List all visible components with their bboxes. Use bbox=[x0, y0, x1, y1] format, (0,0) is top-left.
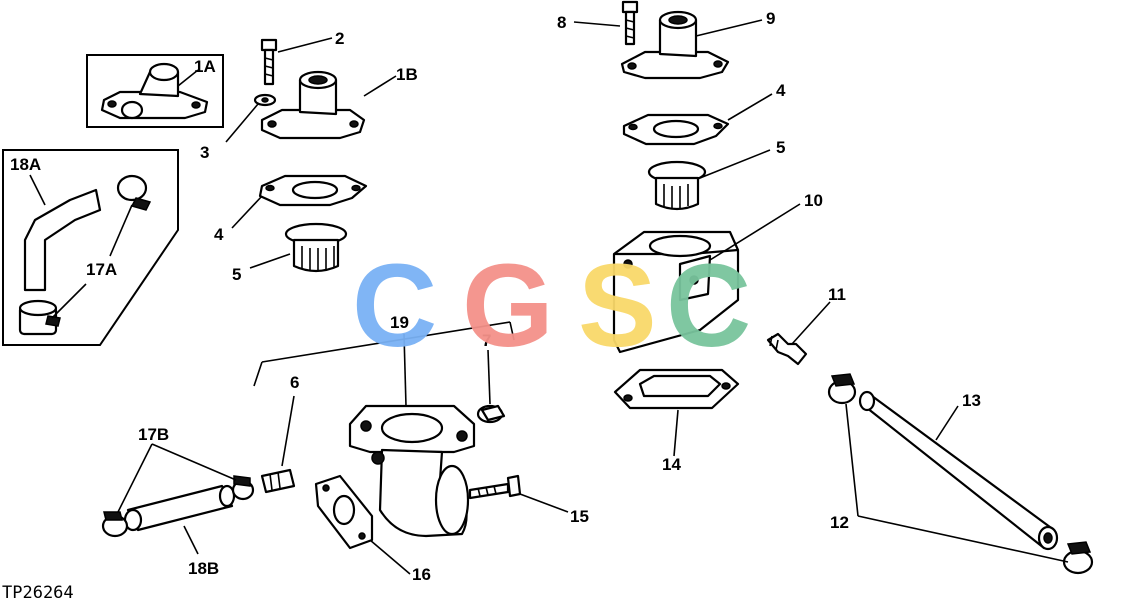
gasket-4-right bbox=[622, 113, 730, 146]
watermark-letter-s: S bbox=[578, 240, 657, 372]
callout-4-left: 4 bbox=[214, 225, 224, 244]
washer-3 bbox=[253, 93, 277, 107]
fitting-11 bbox=[766, 332, 808, 366]
elbow-19 bbox=[348, 404, 476, 538]
callout-1b: 1B bbox=[396, 65, 418, 84]
callout-17a: 17A bbox=[86, 260, 117, 279]
thermostat-5-right bbox=[647, 160, 707, 211]
callout-14: 14 bbox=[662, 455, 681, 474]
gasket-16 bbox=[314, 474, 374, 550]
fitting-6 bbox=[260, 468, 296, 494]
callout-5-left: 5 bbox=[232, 265, 241, 284]
callout-8: 8 bbox=[557, 13, 566, 32]
callout-11: 11 bbox=[828, 285, 846, 304]
cap-screw-2 bbox=[260, 38, 278, 86]
callout-19: 19 bbox=[390, 313, 409, 332]
watermark-letter-c2: C bbox=[666, 240, 751, 372]
cap-screw-15 bbox=[468, 474, 522, 500]
group-bracket-line bbox=[253, 321, 515, 387]
callout-16: 16 bbox=[412, 565, 431, 584]
cap-screw-8 bbox=[621, 0, 639, 46]
hose-clamp-12-lower bbox=[1062, 541, 1094, 575]
callout-9: 9 bbox=[766, 9, 775, 28]
callout-2: 2 bbox=[335, 29, 344, 48]
plug-7 bbox=[476, 404, 506, 424]
callout-10: 10 bbox=[804, 191, 823, 210]
callout-1a: 1A bbox=[194, 57, 216, 76]
callout-15: 15 bbox=[570, 507, 589, 526]
hose-clamp-17b-right bbox=[231, 475, 255, 501]
hose-13 bbox=[858, 390, 1059, 551]
watermark-letter-g: G bbox=[462, 240, 554, 372]
hose-clamp-12-upper bbox=[827, 373, 857, 405]
thermostat-housing-10 bbox=[612, 230, 740, 354]
water-outlet-cover-1b bbox=[260, 70, 366, 140]
thermostat-5-left bbox=[284, 222, 348, 273]
watermark: C G S C bbox=[352, 240, 751, 372]
inset-box-1a bbox=[86, 54, 224, 128]
water-outlet-cover-9 bbox=[620, 10, 730, 80]
callout-13: 13 bbox=[962, 391, 981, 410]
callout-18b: 18B bbox=[188, 559, 219, 578]
callout-4-right: 4 bbox=[776, 81, 786, 100]
hose-clamp-17b-left bbox=[101, 511, 129, 538]
leader-lines bbox=[29, 19, 1069, 575]
figure-id: TP26264 bbox=[2, 583, 74, 603]
watermark-letter-c1: C bbox=[352, 240, 437, 372]
gasket-14 bbox=[613, 368, 740, 410]
gasket-4-left bbox=[258, 174, 368, 207]
callout-3: 3 bbox=[200, 143, 209, 162]
inset-box-18a bbox=[2, 149, 179, 346]
callout-17b: 17B bbox=[138, 425, 169, 444]
callout-6: 6 bbox=[290, 373, 299, 392]
callout-18a: 18A bbox=[10, 155, 41, 174]
callout-labels: 1A 1B 2 3 4 5 18A 17A 8 9 4 5 10 11 19 7… bbox=[10, 9, 981, 584]
hose-18b bbox=[123, 484, 236, 532]
callout-5-right: 5 bbox=[776, 138, 785, 157]
callout-12: 12 bbox=[830, 513, 849, 532]
callout-7: 7 bbox=[482, 331, 491, 350]
